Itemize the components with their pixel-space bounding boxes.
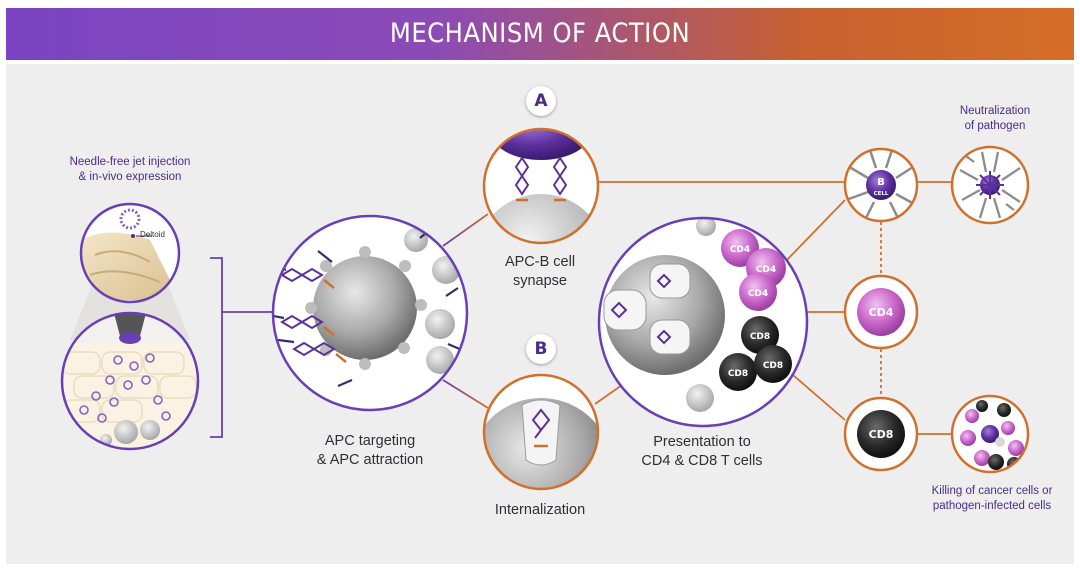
cell-label-cd4: CD4 bbox=[756, 265, 776, 275]
killing-caption-line1: Killing of cancer cells or bbox=[931, 485, 1053, 497]
injection-skin-circle bbox=[60, 311, 200, 451]
presentation-caption-line2: CD4 & CD8 T cells bbox=[641, 453, 763, 469]
cell-label-cd4: CD4 bbox=[748, 289, 768, 299]
cd8-t-cell-circle: CD8 bbox=[843, 396, 919, 472]
cd8-label: CD8 bbox=[869, 428, 894, 441]
b-cell-circle: B CELL bbox=[843, 147, 919, 223]
synapse-caption-line2: synapse bbox=[512, 273, 567, 289]
synapse-caption-line1: APC-B cell bbox=[504, 254, 576, 270]
neutralization-caption-line1: Neutralization bbox=[959, 105, 1031, 117]
killing-caption: Killing of cancer cells or pathogen-infe… bbox=[910, 484, 1074, 514]
injection-deltoid-circle bbox=[79, 202, 181, 304]
cell-label-cd4: CD4 bbox=[730, 245, 750, 255]
apc-b-synapse-circle bbox=[482, 127, 600, 245]
neutralization-caption: Neutralization of pathogen bbox=[935, 104, 1055, 134]
cell-label-cd8: CD8 bbox=[728, 369, 748, 379]
apc-caption-line2: & APC attraction bbox=[316, 452, 424, 468]
killing-caption-line2: pathogen-infected cells bbox=[932, 500, 1052, 512]
apc-caption-line1: APC targeting bbox=[324, 433, 416, 449]
presentation-caption: Presentation to CD4 & CD8 T cells bbox=[612, 433, 792, 471]
neutralization-caption-line2: of pathogen bbox=[964, 120, 1026, 132]
presentation-circle: CD4 CD4 CD4 CD8 CD8 CD8 bbox=[597, 216, 809, 428]
cell-label-cd8: CD8 bbox=[750, 332, 770, 342]
cd4-t-cell-circle: CD4 bbox=[843, 274, 919, 350]
internalization-circle bbox=[482, 373, 600, 491]
deltoid-label: Deltoid bbox=[140, 230, 165, 239]
synapse-caption: APC-B cell synapse bbox=[470, 253, 610, 291]
apc-targeting-circle bbox=[271, 214, 469, 412]
cd4-label: CD4 bbox=[869, 306, 894, 319]
title-banner: MECHANISM OF ACTION bbox=[6, 8, 1074, 60]
step-b-badge: B bbox=[526, 334, 556, 364]
cell-label-cd8: CD8 bbox=[763, 361, 783, 371]
injection-caption-line2: & in-vivo expression bbox=[78, 171, 182, 183]
neutralization-circle bbox=[950, 145, 1030, 225]
cell-killing-circle bbox=[950, 394, 1030, 474]
presentation-caption-line1: Presentation to bbox=[653, 434, 751, 450]
page-title: MECHANISM OF ACTION bbox=[389, 18, 691, 49]
apc-caption: APC targeting & APC attraction bbox=[290, 432, 450, 470]
step-a-badge: A bbox=[526, 86, 556, 116]
injection-caption-line1: Needle-free jet injection bbox=[69, 156, 191, 168]
internalization-caption: Internalization bbox=[494, 502, 586, 518]
injection-caption: Needle-free jet injection & in-vivo expr… bbox=[40, 155, 220, 185]
b-cell-letter: B bbox=[877, 177, 885, 188]
b-cell-sublabel: CELL bbox=[874, 191, 889, 197]
